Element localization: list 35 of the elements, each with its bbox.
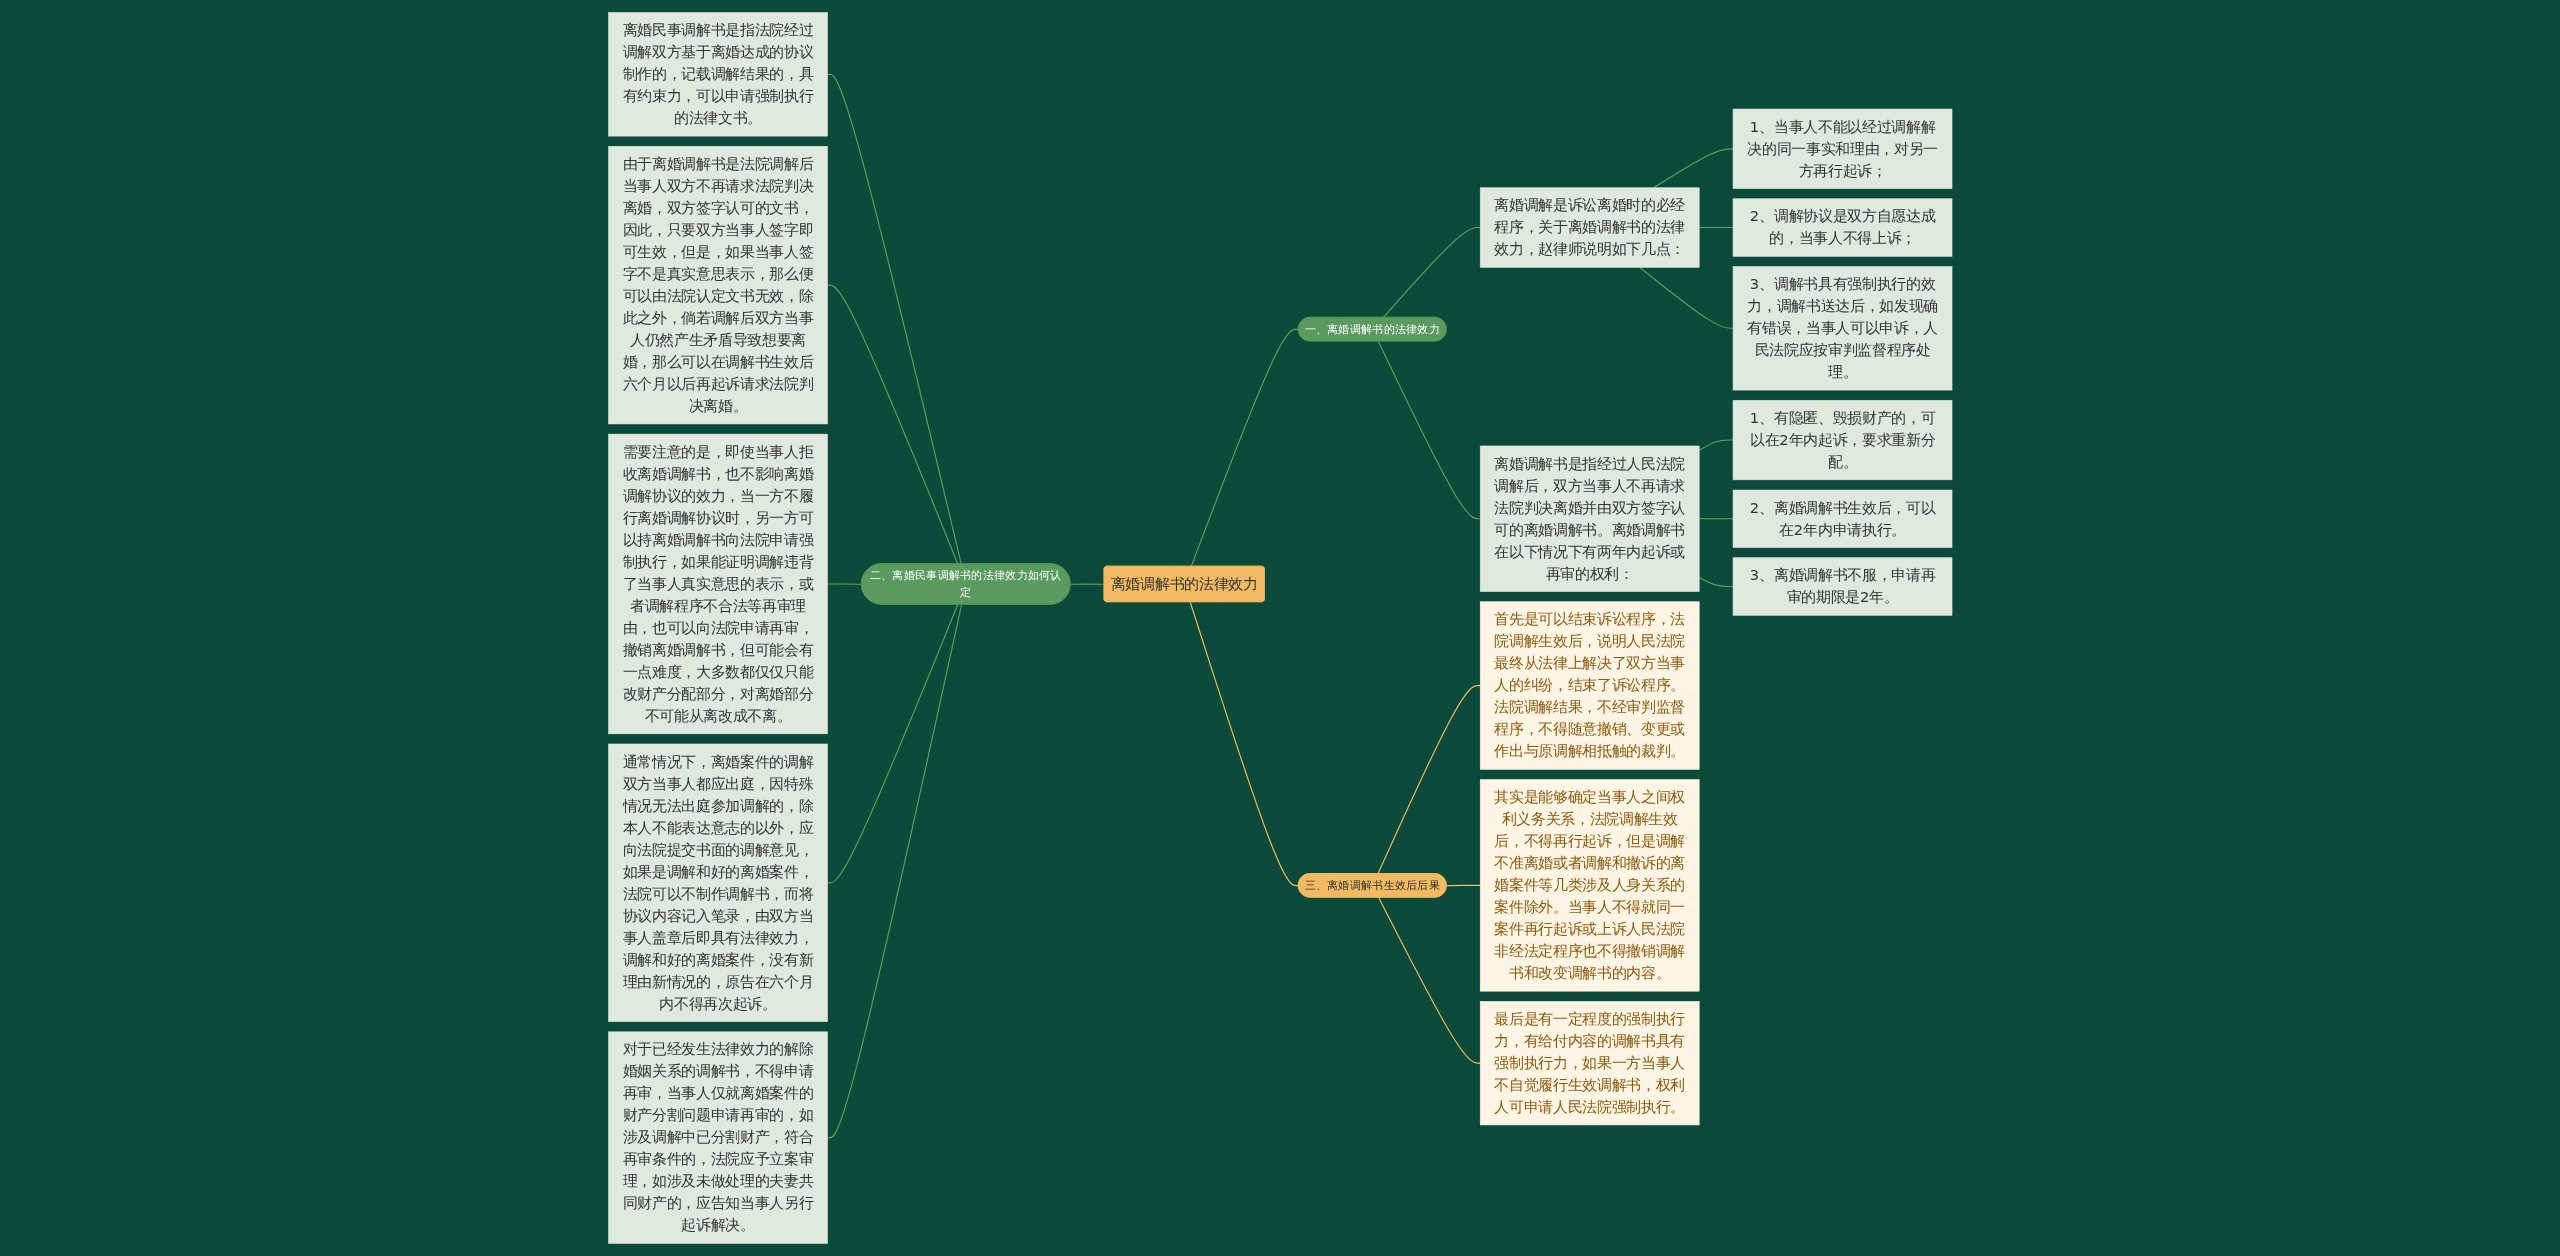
connector bbox=[1189, 601, 1299, 887]
connector bbox=[1377, 896, 1481, 1064]
connector bbox=[1652, 148, 1734, 189]
node-box: 离婚调解是诉讼离婚时的必经程序，关于离婚调解书的法律效力，赵律师说明如下几点： bbox=[1479, 187, 1700, 268]
node-box: 对于已经发生法律效力的解除婚姻关系的调解书，不得申请再审，当事人仅就离婚案件的财产分割问题申请再审的，如涉及调解中已分割财产，符合再审条件的，法院应予立案审理，如涉及未做处理的夫妻共同财产的，应告知当事人另行起诉解决。 bbox=[607, 1031, 828, 1244]
node-box: 最后是有一定程度的强制执行力，有给付内容的调解书具有强制执行力，如果一方当事人不自觉履行生效调解书，权利人可申请人民法院强制执行。 bbox=[1479, 1001, 1700, 1126]
node-box: 离婚调解书是指经过人民法院调解后，双方当事人不再请求法院判决离婚并由双方签字认可的离婚调解书。离婚调解书在以下情况下有两年内起诉或再审的权利： bbox=[1479, 445, 1700, 592]
connector bbox=[1190, 328, 1299, 568]
connector bbox=[826, 583, 862, 585]
node-box: 1、当事人不能以经过调解解决的同一事实和理由，对另一方再行起诉； bbox=[1732, 108, 1953, 189]
node-box: 首先是可以结束诉讼程序，法院调解生效后，说明人民法院最终从法律上解决了双方当事人的纠纷，结束了诉讼程序。法院调解结果，不经审判监督程序，不得随意撤销、变更或作出与原调解相抵触的裁判。 bbox=[1479, 601, 1700, 770]
node-box: 其实是能够确定当事人之间权利义务关系，法院调解生效后，不得再行起诉，但是调解不准离婚或者调解和撤诉的离婚案件等几类涉及人身关系的案件除外。当事人不得就同一案件再行起诉或上诉人民法院非经法定程序也不得撤销调解书和改变调解书的内容。 bbox=[1479, 779, 1700, 992]
node-box: 2、调解协议是双方自愿达成的，当事人不得上诉； bbox=[1732, 198, 1953, 257]
connector bbox=[1698, 518, 1734, 520]
connector bbox=[1698, 227, 1734, 229]
connector bbox=[1638, 266, 1734, 329]
node-box: 2、离婚调解书生效后，可以在2年内申请执行。 bbox=[1732, 489, 1953, 548]
node-box: 通常情况下，离婚案件的调解双方当事人都应出庭，因特殊情况无法出庭参加调解的，除本人不能表达意志的以外，应向法院提交书面的调解意见，如果是调解和好的离婚案件，法院可以不制作调解书，而将协议内容记入笔录，由双方当事人盖章后即具有法律效力，调解和好的离婚案件，没有新理由新情况的，原告在六个月内不得再次起诉。 bbox=[607, 743, 828, 1022]
connector bbox=[1698, 439, 1734, 452]
connector bbox=[1698, 576, 1734, 588]
node-box: 离婚民事调解书是指法院经过调解双方基于离婚达成的协议制作的，记载调解结果的，具有约束力，可以申请强制执行的法律文书。 bbox=[607, 12, 828, 137]
connector bbox=[1377, 685, 1481, 875]
connector bbox=[1377, 340, 1481, 520]
node-box: 需要注意的是，即使当事人拒收离婚调解书，也不影响离婚调解协议的效力，当一方不履行离婚调解协议时，另一方可以持离婚调解书向法院申请强制执行，如果能证明调解违背了当事人真实意思的表示，或者调解程序不合法等再审理由，也可以向法院申请再审，撤销离婚调解书，但可能会有一点难度，大多数都仅仅只能改财产分配部分，对离婚部分不可能从离改成不离。 bbox=[607, 433, 828, 735]
connector bbox=[826, 604, 962, 1139]
connector bbox=[826, 604, 959, 884]
node-box: 3、离婚调解书不服，申请再审的期限是2年。 bbox=[1732, 557, 1953, 616]
node-box: 1、有隐匿、毁损财产的，可以在2年内起诉，要求重新分配。 bbox=[1732, 400, 1953, 481]
connector bbox=[826, 73, 962, 565]
node-box: 由于离婚调解书是法院调解后当事人双方不再请求法院判决离婚，双方签字认可的文书，因此，只要双方当事人签字即可生效，但是，如果当事人签字不是真实意思表示，那么便可以由法院认定文书无效，除此之外，倘若调解后双方当事人仍然产生矛盾导致想要离婚，那么可以在调解书生效后六个月以后再起诉请求法院判决离婚。 bbox=[607, 146, 828, 425]
connector bbox=[1382, 227, 1481, 319]
connector bbox=[826, 284, 959, 565]
connector bbox=[1069, 583, 1105, 585]
connector bbox=[1445, 884, 1481, 887]
node-box: 3、调解书具有强制执行的效力，调解书送达后，如发现确有错误，当事人可以申诉，人民法院应按审判监督程序处理。 bbox=[1732, 266, 1953, 391]
